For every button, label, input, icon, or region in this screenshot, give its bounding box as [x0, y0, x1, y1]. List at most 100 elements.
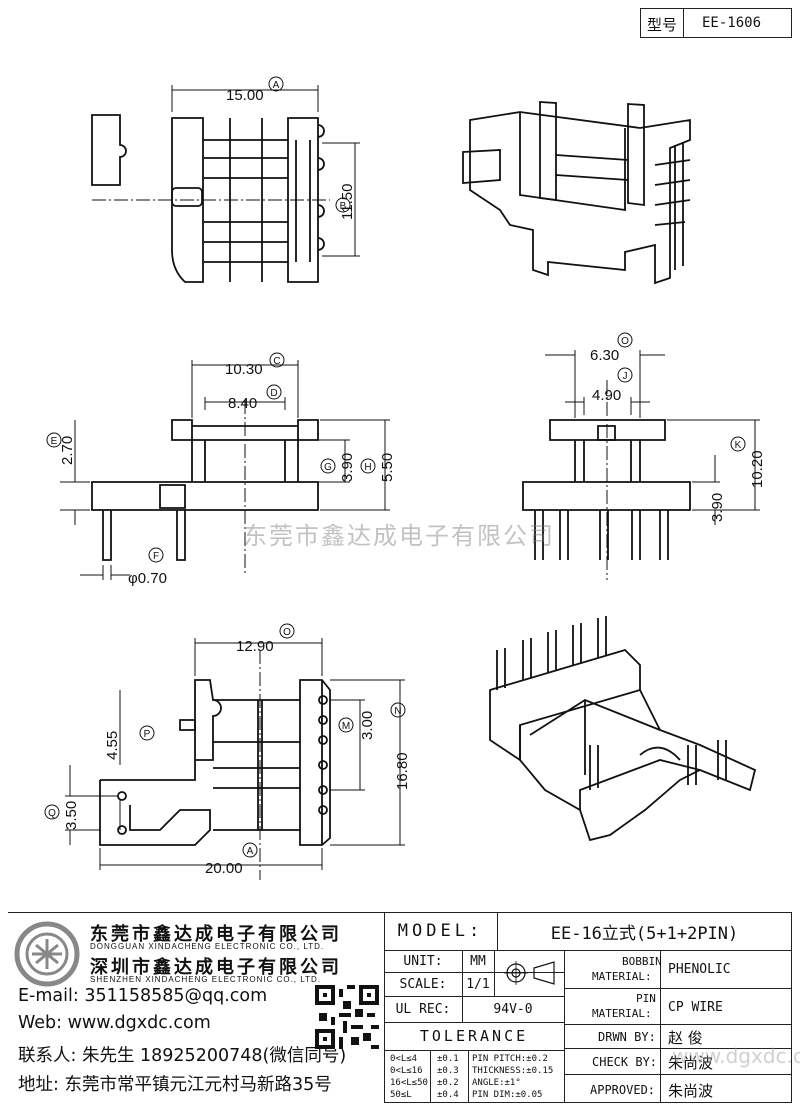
company-name-en-2: SHENZHEN XINDACHENG ELECTRONIC CO., LTD.	[90, 975, 321, 984]
svg-text:D: D	[270, 388, 277, 399]
contact-web: Web: www.dgxdc.com	[18, 1013, 211, 1033]
svg-text:A: A	[273, 80, 280, 91]
watermark-site: www.dgxdc.com	[672, 1044, 800, 1068]
marker-f: F	[148, 547, 164, 563]
svg-text:A: A	[247, 846, 254, 857]
tb-check-label: CHECK BY:	[592, 1055, 658, 1069]
svg-text:G: G	[324, 462, 332, 473]
tb-drawn-label: DRWN BY:	[598, 1030, 656, 1044]
tb-col-tol2	[468, 1050, 469, 1103]
model-header-box	[640, 8, 792, 38]
tb-check-value: 朱尚波	[668, 1054, 714, 1072]
tb-col-model	[497, 912, 498, 950]
tb-col-mid	[564, 950, 565, 1103]
tb-col-right	[660, 950, 661, 1103]
svg-text:O: O	[283, 627, 291, 638]
tb-approved-value: 朱尚波	[668, 1082, 714, 1100]
dim-o-text: 6.30	[590, 347, 619, 364]
model-header-divider	[683, 8, 684, 38]
tb-unit-value: MM	[470, 953, 486, 969]
svg-text:K: K	[735, 440, 742, 451]
svg-text:M: M	[342, 721, 350, 732]
tol-r2a: 0<L≤16	[390, 1066, 423, 1076]
tol-r3c: ANGLE:±1°	[472, 1078, 521, 1088]
side-view	[522, 419, 691, 560]
contact-person: 联系人: 朱先生 18925200748(微信同号)	[18, 1046, 347, 1066]
top-view-dims	[92, 85, 360, 257]
dim-d-text: 8.40	[228, 395, 257, 412]
svg-text:H: H	[364, 462, 371, 473]
svg-text:J: J	[623, 371, 628, 382]
contact-email: E-mail: 351158585@qq.com	[18, 986, 268, 1006]
marker-p: P	[139, 725, 155, 741]
marker-t: O	[279, 623, 295, 639]
dim-m-text: 3.00	[359, 711, 376, 740]
qr-code	[315, 985, 379, 1049]
company-name-en-1: DONGGUAN XINDACHENG ELECTRONIC CO., LTD.	[90, 942, 325, 951]
dim-k2-text: 3.90	[709, 493, 726, 522]
model-header-label: 型号	[647, 16, 678, 34]
tb-pin-label-1: PIN	[636, 992, 656, 1005]
model-header-value: EE-1606	[702, 15, 762, 31]
tol-r2c: THICKNESS:±0.15	[472, 1066, 554, 1076]
tb-model-value: EE-16立式(5+1+2PIN)	[550, 923, 739, 944]
tb-row-r1	[564, 988, 792, 989]
marker-q: Q	[44, 804, 60, 820]
tol-r4c: PIN DIM:±0.05	[472, 1090, 543, 1100]
tol-r1c: PIN PITCH:±0.2	[472, 1054, 548, 1064]
tb-pin-label-2: MATERIAL:	[592, 1007, 652, 1020]
tb-pin-value: CP WIRE	[668, 1000, 723, 1015]
tb-row-3	[384, 996, 564, 997]
top-view	[91, 114, 325, 283]
side-view-dims	[545, 350, 760, 580]
svg-text:F: F	[153, 551, 159, 562]
tb-col-unit	[462, 950, 463, 1022]
marker-a: A	[268, 76, 284, 92]
title-block-table	[384, 912, 792, 1103]
marker-c: C	[269, 352, 285, 368]
tol-r2b: ±0.3	[437, 1066, 459, 1076]
company-logo	[14, 921, 80, 987]
dim-n-text: 16.80	[394, 752, 411, 790]
dim-f-text: φ0.70	[128, 570, 167, 587]
tb-row-r4	[564, 1074, 792, 1075]
tb-bobbin-label-1: BOBBIN	[622, 955, 662, 968]
svg-text:E: E	[51, 436, 58, 447]
company-name-cn-1: 东莞市鑫达成电子有限公司	[90, 924, 342, 945]
tol-r3b: ±0.2	[437, 1078, 459, 1088]
marker-n: N	[390, 702, 406, 718]
dim-e-text: 2.70	[59, 436, 76, 465]
tb-row-r3	[564, 1048, 792, 1049]
marker-g: G	[320, 458, 336, 474]
dim-b-text: 11.50	[339, 184, 356, 220]
drawing-sheet: 15.00 11.50 10.30 8.40 2.70 φ0.70 3.90 5…	[44, 76, 766, 880]
tol-r1b: ±0.1	[437, 1054, 459, 1064]
svg-text:P: P	[144, 729, 151, 740]
bottom-view-dims	[65, 638, 405, 880]
tb-row-4	[384, 1022, 564, 1023]
dim-h-text: 5.50	[379, 453, 396, 482]
tb-bobbin-value: PHENOLIC	[668, 962, 731, 977]
marker-d: D	[266, 384, 282, 400]
tb-row-2	[384, 972, 564, 973]
dim-t-text: 12.90	[236, 638, 274, 655]
dim-q-text: 3.50	[63, 801, 80, 830]
tol-r3a: 16<L≤50	[390, 1078, 428, 1088]
tb-row-r2	[564, 1024, 792, 1025]
marker-e: E	[46, 432, 62, 448]
svg-text:B: B	[340, 201, 347, 212]
tb-row-5	[384, 1050, 564, 1051]
dim-a2-text: 20.00	[205, 860, 243, 877]
tol-r1a: 0<L≤4	[390, 1054, 418, 1064]
tb-approved-label: APPROVED:	[590, 1083, 656, 1097]
projection-symbol-icon	[504, 961, 555, 985]
iso-view-2	[489, 616, 757, 842]
iso-view-1	[462, 101, 691, 285]
marker-o: O	[617, 332, 633, 348]
marker-m: M	[338, 717, 354, 733]
marker-j: J	[617, 367, 633, 383]
dim-g-text: 3.90	[339, 453, 356, 482]
marker-k: K	[730, 436, 746, 452]
tb-ul-label: UL REC:	[395, 1001, 451, 1017]
marker-h: H	[360, 458, 376, 474]
